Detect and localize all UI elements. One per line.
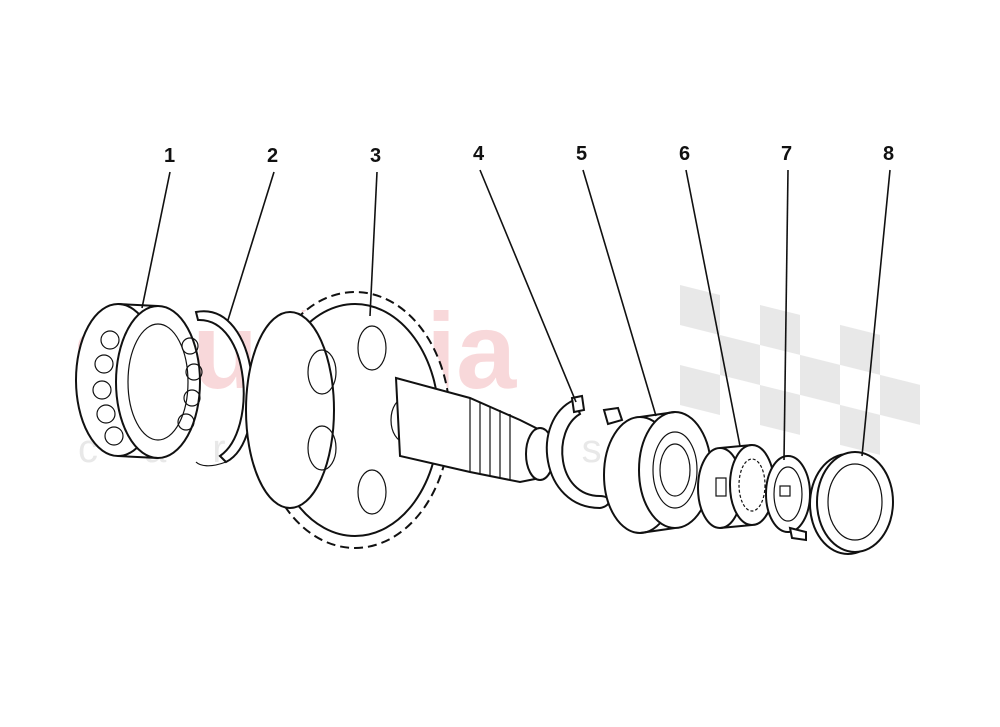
- callout-7: 7: [781, 143, 792, 165]
- part-6-slotted-nut: [697, 444, 775, 529]
- leader-lines: [141, 169, 891, 461]
- leader-7: [783, 169, 789, 461]
- leader-4: [479, 169, 577, 403]
- leader-6: [685, 169, 741, 447]
- leader-5: [582, 169, 657, 417]
- callout-6: 6: [679, 143, 690, 165]
- callout-5: 5: [576, 143, 587, 165]
- part-5-ball-bearing: [603, 411, 712, 534]
- leader-1: [141, 171, 171, 309]
- callout-labels: 1 2 3 4 5 6 7 8: [164, 143, 894, 167]
- callout-8: 8: [883, 143, 894, 165]
- leader-3: [369, 171, 378, 317]
- callout-4: 4: [473, 143, 485, 165]
- part-1-roller-bearing: [75, 303, 203, 459]
- leader-2: [227, 171, 275, 321]
- leader-8: [861, 169, 891, 457]
- part-2-snap-ring: [194, 310, 254, 467]
- part-7-lock-washer: [765, 455, 811, 542]
- checkered-flag-logo: [680, 285, 920, 455]
- callout-1: 1: [164, 145, 175, 167]
- part-3-gear-shaft: [245, 291, 555, 549]
- part-8-sealing-ring: [809, 451, 894, 555]
- callout-3: 3: [370, 145, 381, 167]
- callout-2: 2: [267, 145, 278, 167]
